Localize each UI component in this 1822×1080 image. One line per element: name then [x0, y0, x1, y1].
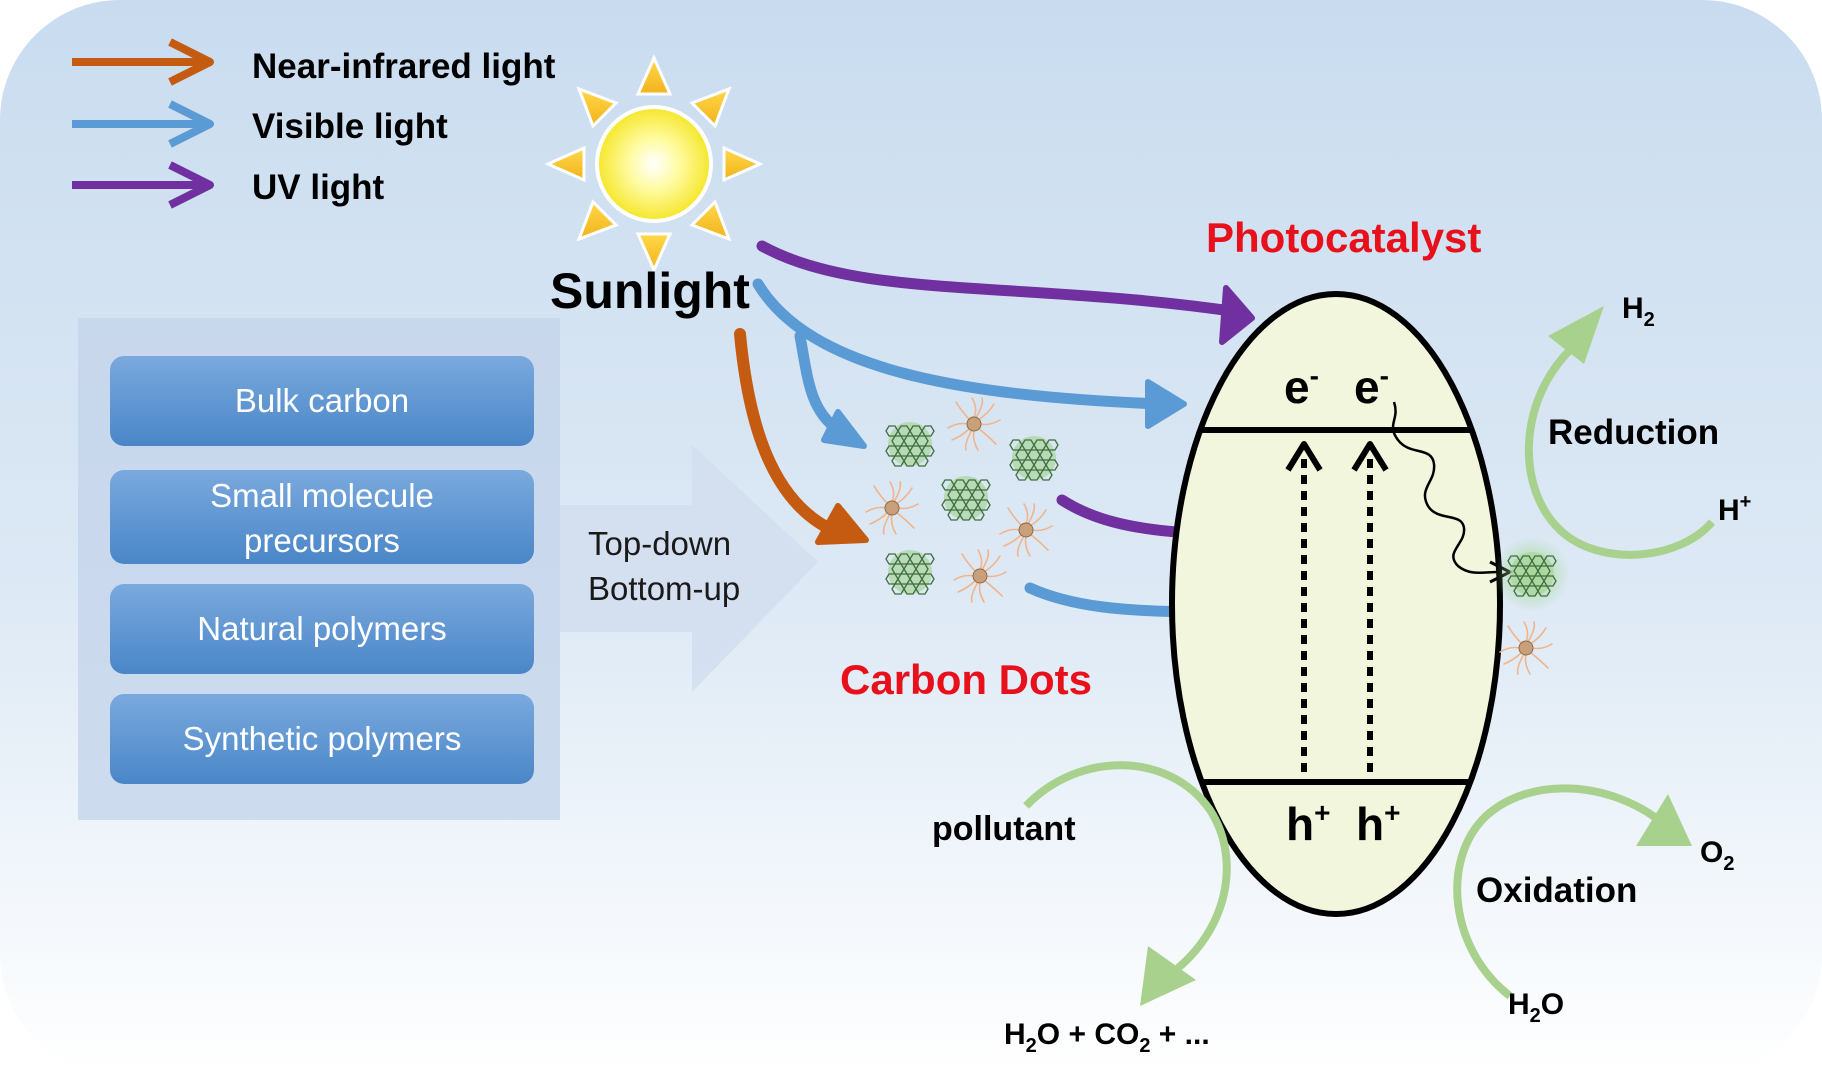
- source-item-label: Synthetic polymers: [183, 720, 462, 757]
- process-bottom-up: Bottom-up: [588, 570, 740, 607]
- source-item-synthetic-polymers: Synthetic polymers: [110, 694, 534, 784]
- hplus-reactant: H+: [1718, 491, 1751, 527]
- source-item-bulk-carbon: Bulk carbon: [110, 356, 534, 446]
- electron-2: e-: [1354, 360, 1389, 413]
- uv-arrowhead-icon: [1219, 285, 1255, 345]
- legend-visible-arrow-icon: [72, 100, 214, 148]
- visible-arrow-to-catalyst: [752, 278, 1166, 410]
- degradation-products: H2O + CO2 + ...: [1004, 1018, 1210, 1057]
- hole-1: h+: [1286, 797, 1330, 850]
- sunlight-label: Sunlight: [550, 263, 750, 319]
- uv-arrow-to-catalyst: [756, 240, 1244, 318]
- legend-uv-label: UV light: [252, 168, 385, 207]
- photocatalyst-label: Photocatalyst: [1206, 214, 1481, 261]
- visible-dots-arrowhead-icon: [821, 409, 867, 449]
- nir-arrowhead-icon: [815, 503, 869, 545]
- visible-arrowhead-icon: [1145, 379, 1187, 429]
- source-item-small-molecule: Small molecule precursors: [110, 470, 534, 564]
- degradation-arrowhead-icon: [1140, 946, 1196, 1006]
- source-item-label: Natural polymers: [197, 610, 446, 647]
- carbon-dots-label: Carbon Dots: [840, 656, 1092, 703]
- reduction-label: Reduction: [1548, 413, 1719, 452]
- excitation-arrows: [1285, 441, 1389, 772]
- source-item-label: Bulk carbon: [235, 382, 409, 419]
- source-item-natural-polymers: Natural polymers: [110, 584, 534, 674]
- process-arrow: [560, 445, 818, 692]
- reduction-arrowhead-icon: [1548, 306, 1604, 364]
- electron-transfer-path: [1391, 401, 1499, 574]
- oxidation-arrowhead-icon: [1636, 794, 1692, 846]
- degradation-cycle: pollutant H2O + CO2 + ...: [932, 761, 1231, 1057]
- sun-icon: [544, 54, 764, 274]
- pollutant-label: pollutant: [932, 810, 1076, 848]
- source-item-label: precursors: [244, 522, 400, 559]
- oxidation-cycle: Oxidation O2 H2O: [1453, 784, 1734, 1027]
- hole-2: h+: [1356, 797, 1400, 850]
- h2o-reactant: H2O: [1508, 988, 1564, 1027]
- legend-visible-label: Visible light: [252, 107, 448, 146]
- legend-nir-label: Near-infrared light: [252, 47, 556, 86]
- o2-product: O2: [1700, 836, 1734, 875]
- nir-arrow-to-dots: [734, 328, 838, 536]
- photocatalyst-particle: [1169, 291, 1514, 917]
- electron-1: e-: [1284, 360, 1319, 413]
- source-item-label: Small molecule: [210, 477, 434, 514]
- legend: Near-infrared light Visible light UV lig…: [72, 38, 556, 209]
- legend-uv-arrow-icon: [72, 161, 214, 209]
- legend-nir-arrow-icon: [72, 38, 214, 86]
- h2-product: H2: [1622, 292, 1655, 331]
- reduction-cycle: Reduction H2 H+: [1524, 292, 1751, 559]
- oxidation-label: Oxidation: [1476, 871, 1637, 910]
- process-top-down: Top-down: [588, 525, 731, 562]
